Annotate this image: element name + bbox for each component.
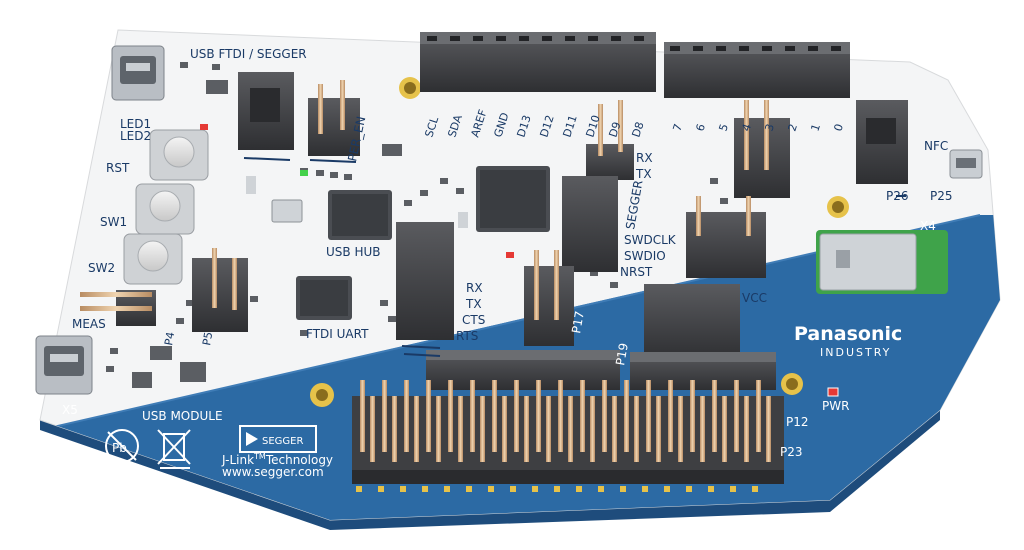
- header-pin-label-5: 5: [716, 122, 731, 133]
- label-segger-url: www.segger.com: [222, 465, 324, 479]
- label-pwr: PWR: [822, 399, 849, 413]
- label-pb: Pb: [112, 441, 127, 455]
- label-cts: CTS: [462, 313, 485, 327]
- weee-bin-icon: [157, 429, 191, 469]
- label-x5: X5: [62, 403, 78, 417]
- label-led1: LED1: [120, 117, 151, 131]
- header-pin-label-0: 0: [831, 122, 846, 133]
- label-jlink-tm: TM: [253, 452, 266, 461]
- crystal: [271, 199, 303, 223]
- pin-header-pins: [360, 380, 771, 462]
- push-button-rst: [149, 129, 209, 181]
- led-red-indicator: [200, 124, 208, 130]
- usb-connector-top: [111, 45, 165, 101]
- label-nfc: NFC: [924, 139, 948, 153]
- label-p12: P12: [786, 415, 809, 429]
- header-pin-label-4: 4: [739, 122, 754, 133]
- chip-ftdi-uart: [296, 276, 352, 320]
- label-sw1: SW1: [100, 215, 127, 229]
- header-pin-label-7: 7: [670, 122, 685, 133]
- header-top-right-holes: [670, 46, 841, 51]
- label-swdclk: SWDCLK: [624, 233, 677, 247]
- label-p5: P5: [200, 331, 215, 347]
- led-green-indicator: [300, 170, 308, 176]
- header-bottom-left: [426, 350, 620, 390]
- label-ftdi-uart: FTDI UART: [306, 327, 369, 341]
- header-pin-label-3: 3: [762, 122, 777, 133]
- label-tx2: TX: [465, 297, 482, 311]
- mounting-holes: [310, 77, 849, 407]
- label-rx1: RX: [636, 151, 653, 165]
- label-p23: P23: [780, 445, 803, 459]
- led-pwr: [827, 387, 839, 397]
- chip-usb-hub: [328, 190, 392, 240]
- label-x4: X4: [920, 219, 936, 233]
- label-nrst: NRST: [620, 265, 653, 279]
- wireless-module: [816, 230, 948, 294]
- label-segger-logo: SEGGER: [262, 436, 303, 447]
- label-p4: P4: [162, 331, 177, 347]
- edge-solder-pads: [356, 486, 758, 492]
- label-rts: RTS: [456, 329, 478, 343]
- header-pin-label-6: 6: [693, 122, 708, 133]
- header-pin-label-2: 2: [785, 122, 800, 133]
- label-swdio: SWDIO: [624, 249, 666, 263]
- label-p26: P26: [886, 189, 909, 203]
- label-rx2: RX: [466, 281, 483, 295]
- brand-name: Panasonic: [794, 323, 902, 345]
- silkscreen-lines: [243, 157, 906, 357]
- jumper-pins: [80, 80, 769, 320]
- label-sw2: SW2: [88, 261, 115, 275]
- push-button-sw2: [123, 233, 183, 285]
- label-led2: LED2: [120, 129, 151, 143]
- usb-connector-bottom: [35, 335, 93, 395]
- header-pin-label-d9: D9: [606, 120, 623, 139]
- brand-subtitle: INDUSTRY: [820, 346, 891, 359]
- board-edge: [40, 410, 940, 530]
- led-red-small: [506, 252, 514, 258]
- label-usb-hub: USB HUB: [326, 245, 381, 259]
- jumper-blocks: [116, 72, 908, 360]
- label-rst: RST: [106, 161, 130, 175]
- label-usb-ftdi: USB FTDI / SEGGER: [190, 47, 307, 61]
- header-pin-label-1: 1: [808, 122, 823, 133]
- label-usb-module: USB MODULE: [142, 409, 223, 423]
- label-jlink-technology: Technology: [265, 453, 333, 467]
- pb-free-icon: [105, 429, 139, 463]
- push-button-sw1: [135, 183, 195, 235]
- label-meas: MEAS: [72, 317, 106, 331]
- header-pin-label-scl: SCL: [422, 114, 441, 139]
- header-bottom-right: [630, 352, 776, 390]
- label-jlink-text: J-Link: [221, 453, 254, 467]
- label-p25: P25: [930, 189, 953, 203]
- label-vcc: VCC: [742, 291, 767, 305]
- label-jlink: J-LinkTMTechnology: [221, 452, 333, 467]
- header-top-left-holes: [427, 36, 644, 41]
- label-p17: P17: [569, 310, 587, 335]
- usb-connector-right: [949, 149, 983, 179]
- header-top-right: [664, 42, 850, 98]
- label-p19: P19: [613, 342, 631, 367]
- label-tx1: TX: [635, 167, 652, 181]
- header-pin-label-d8: D8: [629, 120, 646, 139]
- chip-segger-mcu: [476, 166, 550, 232]
- segger-logo: [239, 425, 317, 453]
